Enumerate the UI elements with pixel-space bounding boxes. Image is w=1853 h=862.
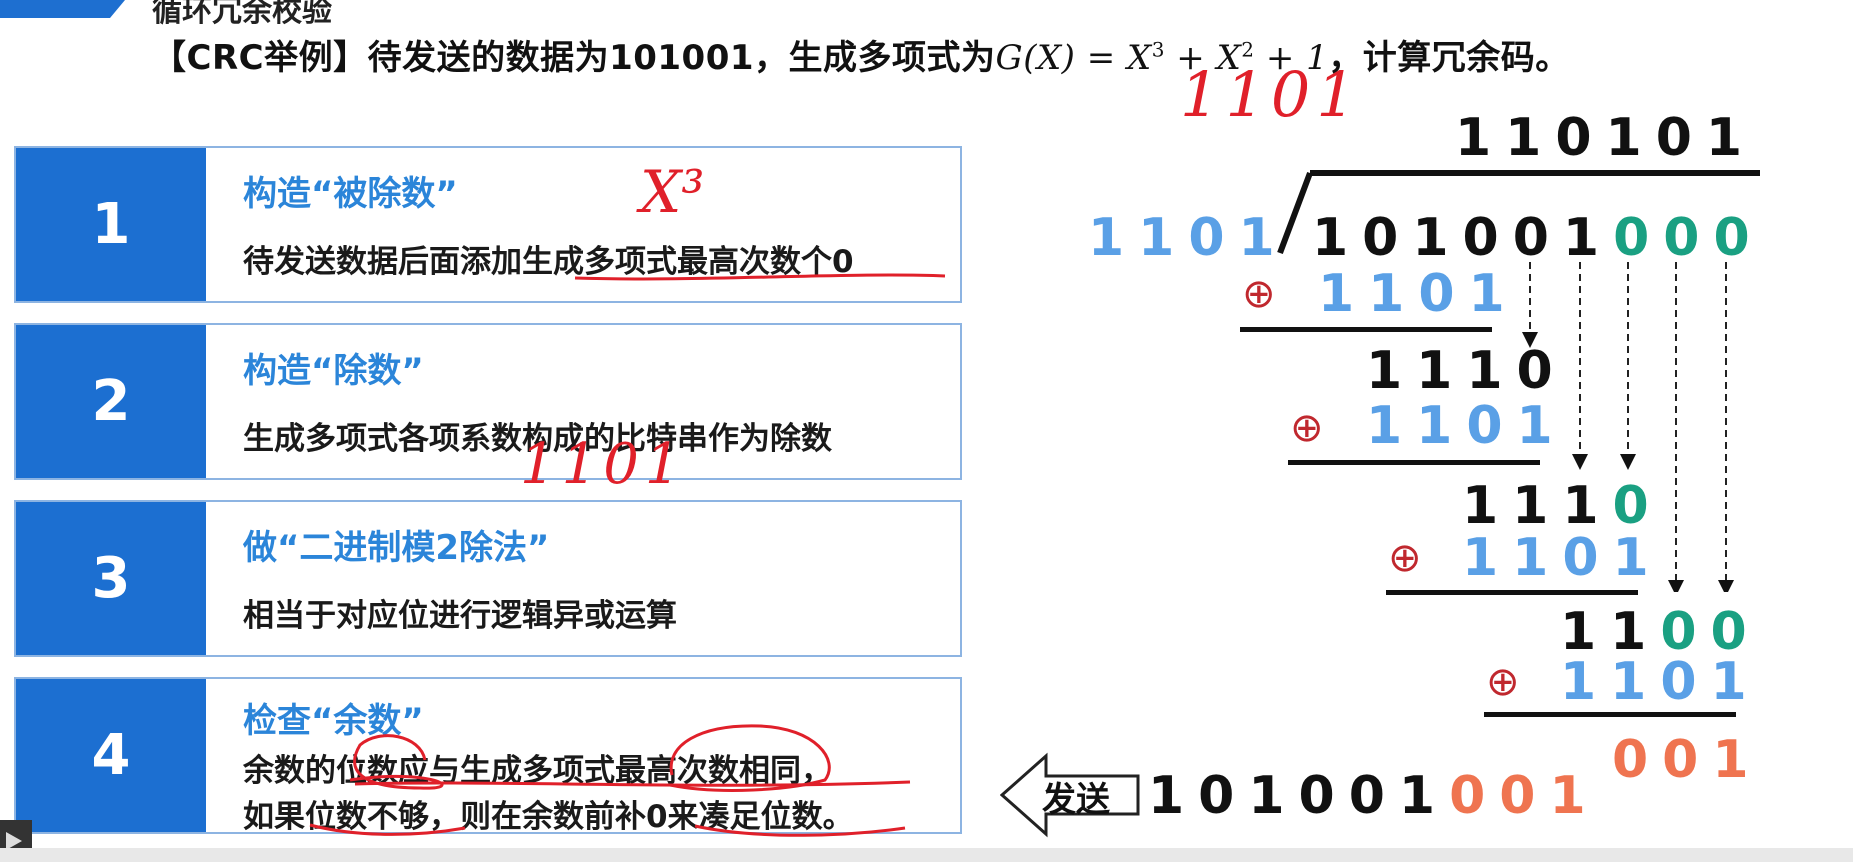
video-progress-bar[interactable] <box>0 848 1853 862</box>
divisor: 1101 <box>1088 208 1289 268</box>
quotient: 110101 <box>1455 108 1757 168</box>
step-title: 构造“除数” <box>243 351 424 391</box>
dividend-padding: 000 <box>1613 208 1764 268</box>
send-bitstring: 101001001 <box>1148 770 1600 822</box>
step-number: 3 <box>16 502 206 655</box>
xor-symbol: ⊕ <box>1290 405 1324 451</box>
step-number: 1 <box>16 148 206 301</box>
step-title: 做“二进制模2除法” <box>243 528 550 568</box>
handwritten-note: X³ <box>640 158 705 226</box>
subtract-divisor: 1101 <box>1318 264 1519 324</box>
subtract-divisor: 1101 <box>1560 652 1761 712</box>
xor-symbol: ⊕ <box>1486 659 1520 705</box>
step-card-3: 3 做“二进制模2除法” 相当于对应位进行逻辑异或运算 <box>14 500 962 657</box>
send-crc: 001 <box>1449 766 1600 826</box>
polynomial-formula: G(X) = X3 + X2 + 1 <box>995 37 1329 78</box>
step-number: 2 <box>16 325 206 478</box>
step-description: 生成多项式各项系数构成的比特串作为除数 <box>243 421 832 457</box>
subtract-line <box>1386 590 1638 595</box>
question-text: 【CRC举例】待发送的数据为101001，生成多项式为G(X) = X3 + X… <box>152 30 1570 79</box>
dividend-data: 101001 <box>1312 208 1614 268</box>
send-label: 发送 <box>1042 780 1110 820</box>
question-suffix: ，计算冗余码。 <box>1328 38 1570 78</box>
section-title: 循环冗余校验 <box>152 0 332 29</box>
bring-down-arrows <box>1522 262 1734 592</box>
step-card-2: 2 构造“除数” 生成多项式各项系数构成的比特串作为除数 <box>14 323 962 480</box>
subtract-line <box>1484 712 1736 717</box>
handwritten-note: 1101 <box>520 432 687 497</box>
send-data: 101001 <box>1148 766 1450 826</box>
step-description: 待发送数据后面添加生成多项式最高次数个0 <box>243 244 854 280</box>
header-accent <box>0 0 125 18</box>
partial-remainder: 1100 <box>1560 602 1761 662</box>
division-bracket <box>1277 170 1760 255</box>
dividend: 101001000 <box>1312 212 1764 264</box>
question-prefix: 【CRC举例】待发送的数据为101001，生成多项式为 <box>152 38 996 78</box>
step-number: 4 <box>16 679 206 832</box>
step-title: 构造“被除数” <box>243 174 458 214</box>
subtract-line <box>1288 460 1540 465</box>
partial-remainder: 1110 <box>1366 341 1567 401</box>
step-card-1: 1 构造“被除数” 待发送数据后面添加生成多项式最高次数个0 <box>14 146 962 303</box>
step-title: 检查“余数” <box>243 701 424 741</box>
step-card-4: 4 检查“余数” 余数的位数应与生成多项式最高次数相同， 如果位数不够，则在余数… <box>14 677 962 835</box>
xor-symbol: ⊕ <box>1388 535 1422 581</box>
step-description: 相当于对应位进行逻辑异或运算 <box>243 598 677 634</box>
handwritten-note: 1101 <box>1180 58 1362 131</box>
xor-symbol: ⊕ <box>1242 271 1276 317</box>
partial-remainder: 1110 <box>1462 476 1663 536</box>
remainder: 001 <box>1612 730 1763 790</box>
subtract-divisor: 1101 <box>1366 396 1567 456</box>
subtract-line <box>1240 327 1492 332</box>
step-description-line2: 如果位数不够，则在余数前补0来凑足位数。 <box>243 799 854 835</box>
subtract-divisor: 1101 <box>1462 528 1663 588</box>
send-arrow-icon <box>1000 752 1140 838</box>
